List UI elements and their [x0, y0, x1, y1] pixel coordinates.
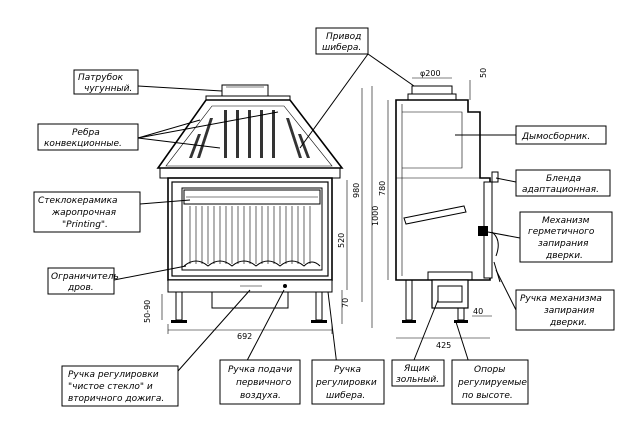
label-dymosbornik: Дымосборник. — [515, 125, 607, 145]
label-blenda-line1: Бленда — [546, 174, 581, 184]
label-meh-line1: Механизм — [542, 216, 590, 226]
label-ruchka-meh-line3: дверки. — [549, 318, 587, 328]
label-ruchka-podachi: Ручка подачи первичного воздуха. — [219, 359, 301, 405]
label-ogran-line1: Ограничитель — [51, 272, 119, 282]
label-ruchka-pod-line3: воздуха. — [240, 391, 281, 401]
front-view: 692 50-90 520 980 1000 70 — [143, 84, 380, 341]
label-opory: Опоры регулируемые по высоте. — [451, 359, 529, 405]
label-steklo-line2: жаропрочная — [51, 208, 117, 218]
dim-50: 50 — [479, 68, 488, 78]
label-patrubok-line1: Патрубок — [78, 73, 124, 83]
side-body — [395, 99, 491, 281]
label-ogran-line2: дров. — [67, 283, 94, 293]
dim-980: 980 — [352, 183, 361, 198]
dim-phi200: φ200 — [420, 69, 441, 78]
label-ruchka-shib-line3: шибера. — [326, 391, 365, 401]
label-ruchka-reg-line1: Ручка регулировки — [68, 370, 159, 380]
label-patrubok: Патрубок чугунный. — [73, 69, 139, 95]
latch-mechanism — [478, 226, 488, 236]
label-ruchka-meh-line2: запирания — [544, 306, 595, 316]
dim-692: 692 — [237, 332, 252, 341]
ceramic-glass — [181, 187, 323, 271]
side-legs — [402, 279, 468, 323]
label-ruchka-mehanizma: Ручка механизма запирания дверки. — [515, 289, 615, 331]
label-steklo: Стеклокерамика жаропрочная "Printing". — [33, 191, 141, 233]
label-mehanizm: Механизм герметичного запирания дверки. — [519, 211, 613, 263]
label-ruchka-reg-line3: вторичного дожига. — [68, 394, 164, 404]
label-meh-line4: дверки. — [545, 251, 583, 261]
label-privod-line1: Привод — [326, 32, 361, 42]
label-opory-line3: по высоте. — [462, 391, 513, 401]
label-patrubok-line2: чугунный. — [84, 84, 132, 94]
convection-ribs — [189, 110, 310, 158]
label-privod: Привод шибера. — [315, 27, 369, 55]
label-yashik-line2: зольный. — [396, 375, 439, 385]
label-ruchka-meh-line1: Ручка механизма — [520, 294, 602, 304]
log-retainer — [183, 260, 321, 267]
label-blenda-line2: адаптационная. — [522, 185, 599, 195]
firebox-grooves — [189, 206, 311, 264]
smoke-collector — [402, 111, 463, 169]
label-opory-line2: регулируемые — [457, 378, 527, 388]
label-opory-line1: Опоры — [474, 365, 505, 375]
label-meh-line3: запирания — [538, 239, 589, 249]
label-ruchka-regulirovki: Ручка регулировки "чистое стекло" и втор… — [61, 365, 179, 407]
adapter-blende — [491, 171, 499, 183]
label-ogranichitel: Ограничитель дров. — [47, 267, 119, 295]
label-ruchka-shibera: Ручка регулировки шибера. — [311, 359, 385, 405]
label-yashik-line1: Ящик — [403, 364, 431, 374]
front-legs — [171, 291, 327, 323]
label-rebra: Ребра конвекционные. — [37, 123, 139, 151]
baffle — [403, 205, 467, 225]
label-ruchka-shib-line1: Ручка — [334, 365, 361, 375]
label-meh-line2: герметичного — [528, 227, 595, 237]
ash-box — [431, 279, 469, 309]
label-dymosbornik-text: Дымосборник. — [521, 132, 590, 142]
label-ruchka-pod-line1: Ручка подачи — [228, 365, 292, 375]
ash-box-front — [211, 291, 289, 309]
label-privod-line2: шибера. — [322, 43, 361, 53]
dim-520: 520 — [337, 233, 346, 248]
label-rebra-line2: конвекционные. — [44, 139, 122, 149]
dim-1000: 1000 — [371, 206, 380, 226]
dim-780: 780 — [378, 181, 387, 196]
dim-50-90: 50-90 — [143, 300, 152, 323]
label-steklo-line3: "Printing". — [62, 220, 108, 230]
dim-70: 70 — [341, 298, 350, 308]
dim-40: 40 — [473, 307, 483, 316]
side-view: φ200 50 780 425 — [378, 68, 501, 350]
dim-425: 425 — [436, 341, 451, 350]
primary-air-knob — [283, 284, 287, 288]
label-blenda: Бленда адаптационная. — [515, 169, 611, 197]
label-ruchka-shib-line2: регулировки — [315, 378, 377, 388]
label-yashik: Ящик зольный. — [391, 359, 445, 387]
front-dimensions: 692 50-90 520 980 1000 70 — [143, 86, 380, 341]
label-rebra-line1: Ребра — [72, 128, 100, 138]
label-ruchka-reg-line2: "чистое стекло" и — [68, 382, 153, 392]
label-ruchka-pod-line2: первичного — [236, 378, 292, 388]
label-steklo-line1: Стеклокерамика — [38, 196, 118, 206]
